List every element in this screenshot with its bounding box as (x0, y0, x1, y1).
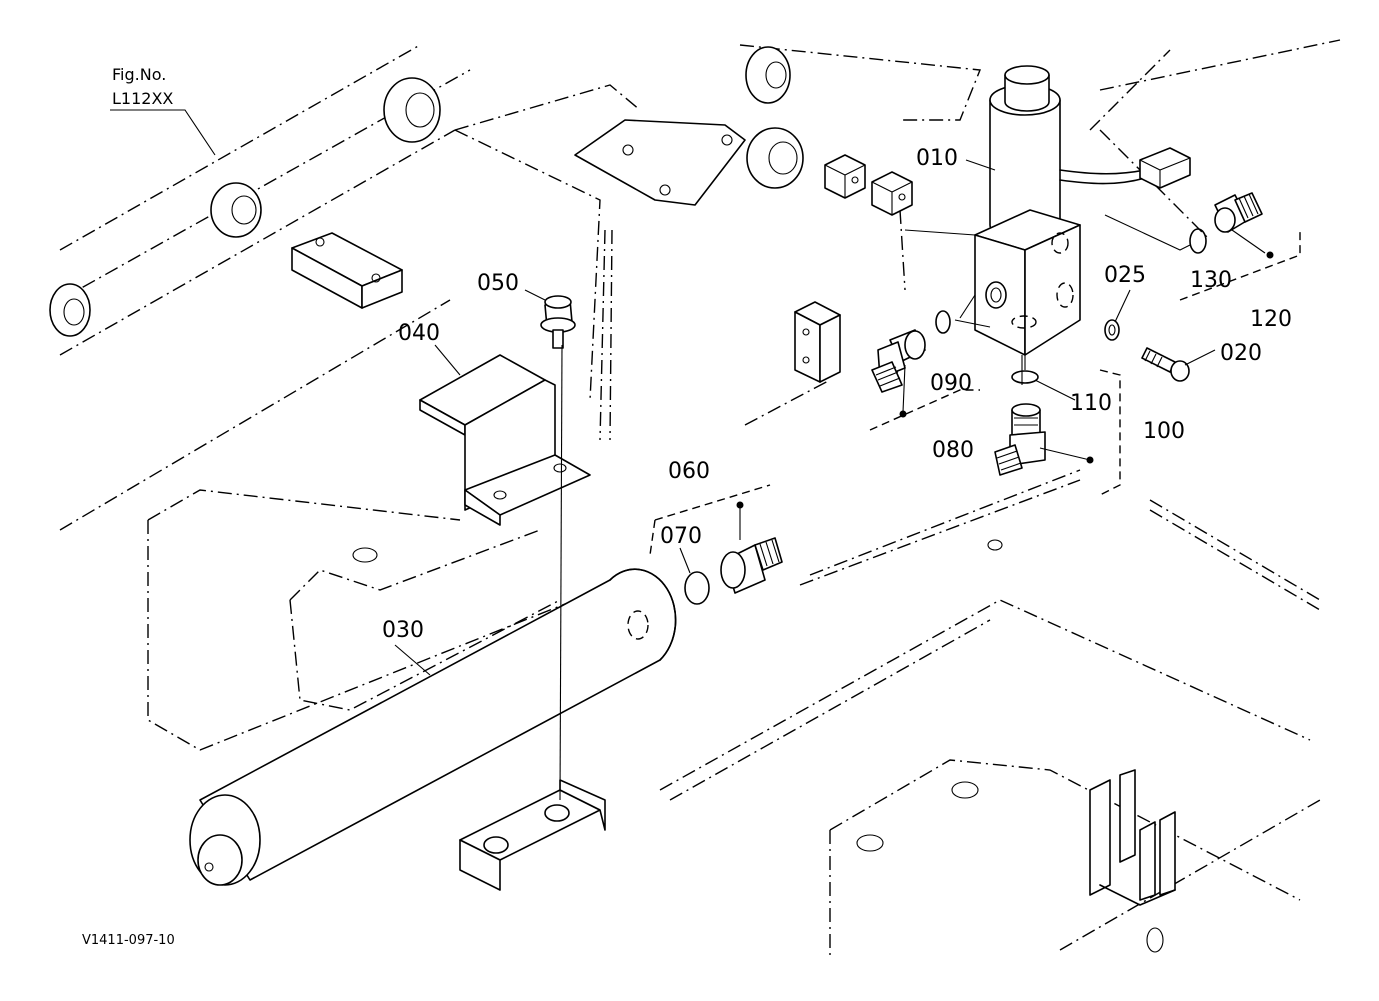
adapter-060 (720, 537, 783, 594)
part-label-080: 080 (932, 438, 974, 463)
channel-bracket (1089, 769, 1176, 906)
accumulator-030 (189, 568, 677, 886)
bolt-020 (1141, 347, 1190, 382)
lower-clamp (459, 779, 606, 891)
leader-lines (110, 109, 1274, 801)
fitting-120 (1214, 192, 1263, 233)
part-label-090: 090 (930, 371, 972, 396)
washer-025 (1104, 319, 1120, 341)
valve-block (974, 209, 1081, 356)
part-label-020: 020 (1220, 341, 1262, 366)
washer-025-hole (1108, 324, 1116, 336)
part-label-050: 050 (477, 271, 519, 296)
figure-labels: Fig.No. L112XX V1411-097-10 (82, 65, 175, 948)
drawing-code: V1411-097-10 (82, 933, 175, 948)
frame-outlines (59, 39, 1341, 960)
frame-blocks (291, 154, 913, 383)
bracket-040 (419, 354, 591, 526)
elbow-fitting-100 (994, 403, 1046, 476)
o-ring-130 (1189, 228, 1207, 254)
solenoid-valve-010 (989, 65, 1191, 241)
group-brackets (649, 230, 1301, 556)
part-label-120: 120 (1250, 307, 1292, 332)
part-label-100: 100 (1143, 419, 1185, 444)
o-ring-090 (935, 310, 951, 334)
o-ring-070 (684, 571, 710, 605)
part-labels: 010 020 025 030 040 050 060 070 080 090 … (382, 146, 1292, 643)
part-label-025: 025 (1104, 263, 1146, 288)
fig-no-label: Fig.No. (112, 65, 166, 84)
part-label-060: 060 (668, 459, 710, 484)
mounting-plate (574, 119, 746, 206)
part-label-070: 070 (660, 524, 702, 549)
part-label-030: 030 (382, 618, 424, 643)
o-ring-110 (1011, 370, 1039, 384)
fig-no-value: L112XX (112, 89, 173, 108)
part-label-110: 110 (1070, 391, 1112, 416)
part-label-040: 040 (398, 321, 440, 346)
part-label-130: 130 (1190, 268, 1232, 293)
elbow-fitting-080 (871, 329, 926, 393)
bolt-050 (540, 295, 576, 349)
frame-bosses (49, 46, 1164, 953)
part-label-010: 010 (916, 146, 958, 171)
